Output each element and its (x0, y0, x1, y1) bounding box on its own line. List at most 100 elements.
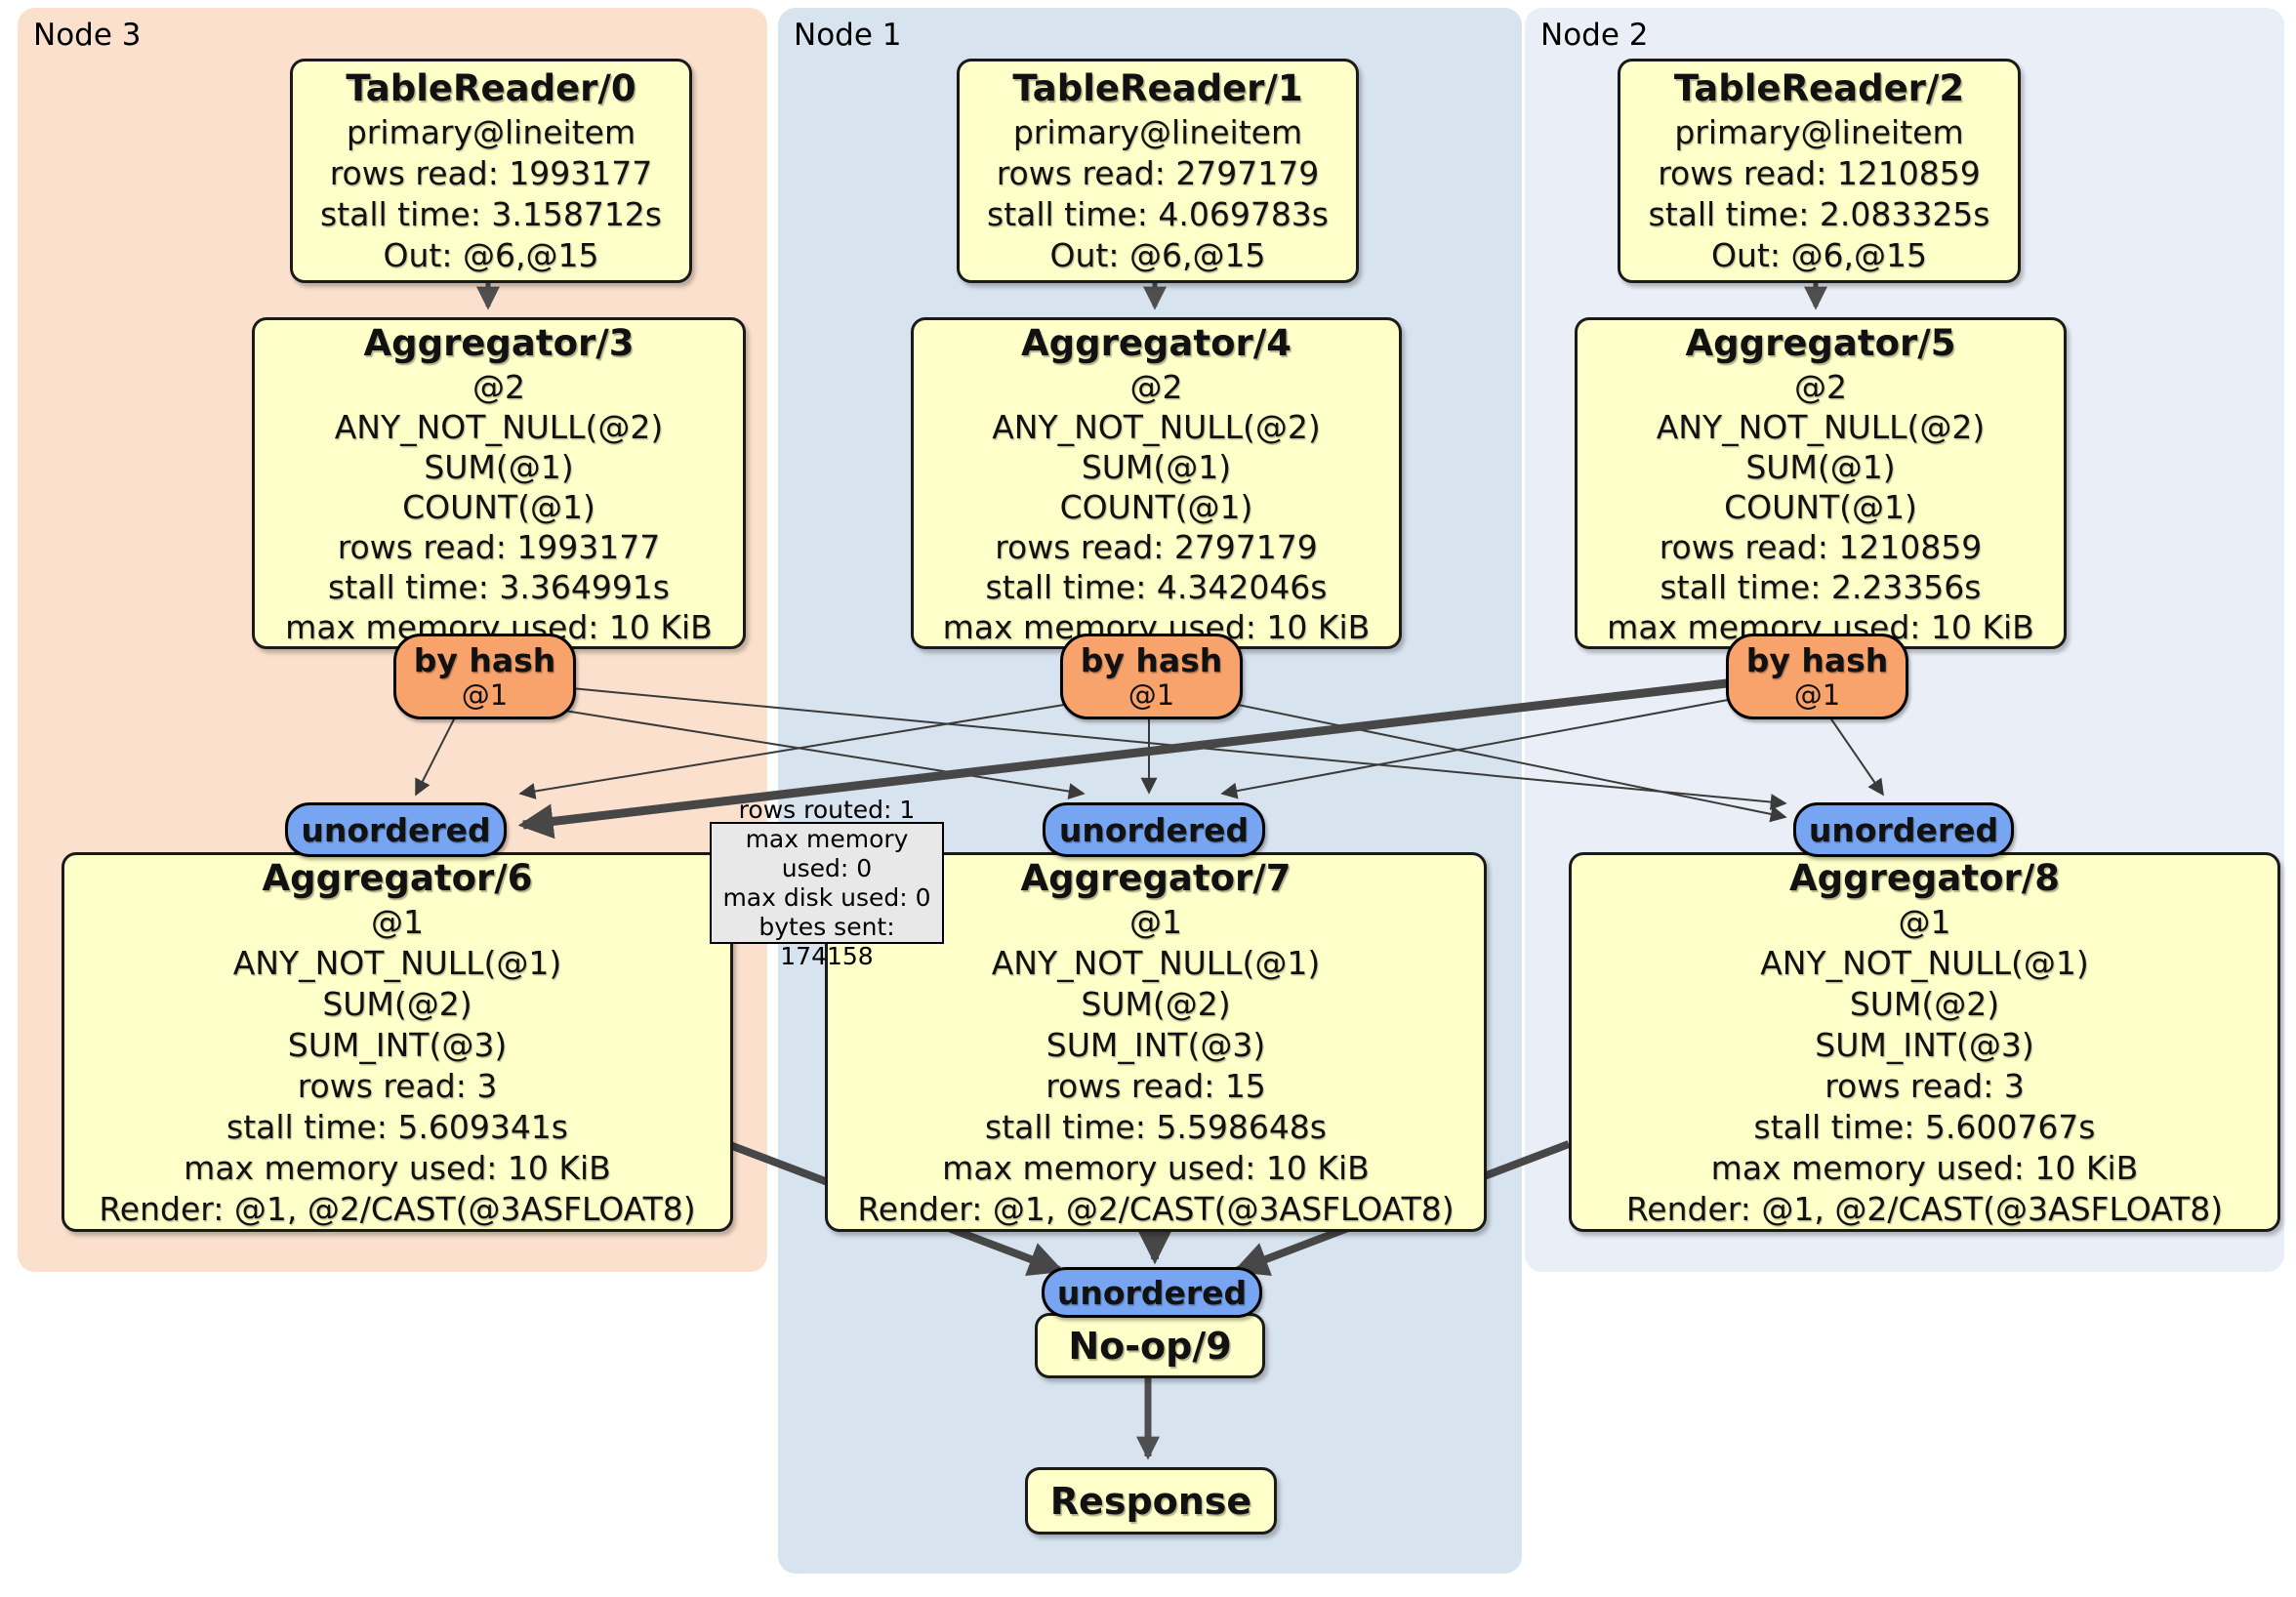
node-title: No-op/9 (1068, 1324, 1232, 1368)
node-detail: ANY_NOT_NULL(@1) (1760, 944, 2089, 982)
node-detail: max memory used: 10 KiB (184, 1149, 611, 1187)
node-detail: SUM(@1) (424, 448, 574, 486)
node-detail: Out: @6,@15 (1711, 236, 1927, 274)
node-detail: rows read: 1993177 (337, 528, 661, 566)
stream-stats-tooltip: rows routed: 1 max memory used: 0 max di… (710, 796, 944, 970)
node-detail: rows read: 3 (1824, 1067, 2025, 1105)
node-title: Aggregator/4 (1020, 322, 1292, 364)
tooltip-line: bytes sent: 174158 (758, 912, 895, 970)
node-detail: SUM(@2) (1849, 985, 2000, 1023)
node-aggregator5[interactable]: Aggregator/5 @2 ANY_NOT_NULL(@2) SUM(@1)… (1575, 317, 2067, 649)
node-title: TableReader/2 (1673, 67, 1965, 109)
node-title: Response (1049, 1479, 1252, 1523)
node-detail: Render: @1, @2/CAST(@3ASFLOAT8) (857, 1190, 1455, 1228)
node-detail: @2 (1794, 368, 1847, 406)
node-detail: SUM(@2) (322, 985, 472, 1023)
node-response[interactable]: Response (1025, 1467, 1277, 1535)
sync-label: unordered (1056, 1273, 1248, 1312)
edge-router1-sync3[interactable] (518, 704, 1065, 799)
router-label: by hash (1080, 640, 1223, 679)
node-detail: COUNT(@1) (1059, 488, 1253, 526)
edge-router2-sync3-heavy[interactable] (517, 678, 1728, 839)
node-detail: Out: @6,@15 (383, 236, 599, 274)
node-detail: Render: @1, @2/CAST(@3ASFLOAT8) (99, 1190, 696, 1228)
node-detail: rows read: 3 (297, 1067, 498, 1105)
node-title: TableReader/1 (1012, 67, 1303, 109)
node-detail: ANY_NOT_NULL(@2) (992, 408, 1321, 446)
node-detail: stall time: 2.083325s (1648, 195, 1990, 233)
tooltip-line: rows routed: 1 (738, 795, 916, 824)
sync-unordered-node1[interactable]: unordered (1043, 802, 1265, 857)
sync-unordered-final[interactable]: unordered (1042, 1267, 1262, 1318)
router-label: by hash (413, 640, 556, 679)
node-detail: SUM(@1) (1081, 448, 1232, 486)
node-detail: max memory used: 10 KiB (1710, 1149, 2139, 1187)
node-detail: Render: @1, @2/CAST(@3ASFLOAT8) (1625, 1190, 2224, 1228)
node-detail: @1 (371, 903, 424, 941)
node-aggregator6[interactable]: Aggregator/6 @1 ANY_NOT_NULL(@1) SUM(@2)… (62, 852, 733, 1232)
node-tablereader2[interactable]: TableReader/2 primary@lineitem rows read… (1618, 59, 2021, 283)
node-detail: COUNT(@1) (402, 488, 595, 526)
node-aggregator8[interactable]: Aggregator/8 @1 ANY_NOT_NULL(@1) SUM(@2)… (1569, 852, 2280, 1232)
node-detail: stall time: 5.600767s (1753, 1108, 2096, 1146)
node-detail: @2 (472, 368, 525, 406)
edge-router2-sync1[interactable] (1220, 699, 1729, 799)
sync-label: unordered (301, 810, 491, 849)
node-detail: SUM_INT(@3) (1815, 1026, 2034, 1064)
node-detail: @1 (1129, 903, 1182, 941)
node-tablereader0[interactable]: TableReader/0 primary@lineitem rows read… (290, 59, 692, 283)
router-by-hash-node3[interactable]: by hash @1 (393, 634, 576, 719)
node-detail: SUM(@2) (1081, 985, 1231, 1023)
sync-unordered-node2[interactable]: unordered (1793, 802, 2014, 857)
node-detail: stall time: 5.609341s (226, 1108, 568, 1146)
node-tablereader1[interactable]: TableReader/1 primary@lineitem rows read… (957, 59, 1359, 283)
tooltip-line: max memory used: 0 (745, 824, 909, 882)
node-detail: primary@lineitem (1012, 113, 1303, 151)
node-detail: rows read: 2797179 (996, 154, 1320, 192)
node-detail: Out: @6,@15 (1049, 236, 1266, 274)
node-detail: SUM_INT(@3) (287, 1026, 508, 1064)
router-label: by hash (1745, 640, 1889, 679)
node-title: Aggregator/7 (1020, 857, 1292, 899)
node-detail: stall time: 4.069783s (987, 195, 1329, 233)
node-detail: rows read: 1210859 (1659, 528, 1983, 566)
router-detail: @1 (1793, 677, 1841, 712)
node-noop9[interactable]: No-op/9 (1035, 1313, 1265, 1378)
node-title: Aggregator/8 (1788, 857, 2060, 899)
node-detail: @1 (1898, 903, 1951, 941)
tooltip-line: max disk used: 0 (722, 882, 931, 912)
node-detail: rows read: 15 (1046, 1067, 1266, 1105)
router-by-hash-node1[interactable]: by hash @1 (1060, 634, 1243, 719)
node-detail: ANY_NOT_NULL(@2) (334, 408, 664, 446)
node-aggregator4[interactable]: Aggregator/4 @2 ANY_NOT_NULL(@2) SUM(@1)… (911, 317, 1402, 649)
node-title: TableReader/0 (346, 67, 636, 109)
node-title: Aggregator/6 (262, 857, 533, 899)
node-detail: stall time: 4.342046s (985, 568, 1328, 606)
node-detail: max memory used: 10 KiB (942, 1149, 1370, 1187)
sync-unordered-node3[interactable]: unordered (285, 802, 507, 857)
node-detail: primary@lineitem (1674, 113, 1964, 151)
edge-router2-sync2[interactable] (1826, 713, 1884, 797)
region-node1-label: Node 1 (794, 18, 902, 53)
edge-router3-sync3[interactable] (415, 713, 458, 797)
node-detail: @2 (1129, 368, 1183, 406)
node-aggregator3[interactable]: Aggregator/3 @2 ANY_NOT_NULL(@2) SUM(@1)… (252, 317, 746, 649)
node-detail: stall time: 3.158712s (320, 195, 662, 233)
node-detail: SUM_INT(@3) (1046, 1026, 1266, 1064)
region-node2-label: Node 2 (1540, 18, 1649, 53)
node-detail: rows read: 2797179 (995, 528, 1318, 566)
edge-router3-sync1[interactable] (557, 709, 1086, 799)
node-detail: ANY_NOT_NULL(@1) (991, 944, 1321, 982)
sync-label: unordered (1058, 810, 1250, 849)
node-detail: stall time: 2.23356s (1660, 568, 1982, 606)
node-detail: stall time: 3.364991s (328, 568, 670, 606)
edge-router1-sync2[interactable] (1237, 704, 1787, 823)
node-detail: rows read: 1993177 (329, 154, 653, 192)
node-title: Aggregator/3 (363, 322, 635, 364)
node-title: Aggregator/5 (1685, 322, 1956, 364)
node-detail: SUM(@1) (1745, 448, 1896, 486)
region-node3-label: Node 3 (33, 18, 142, 53)
node-detail: COUNT(@1) (1724, 488, 1917, 526)
sync-label: unordered (1808, 810, 1999, 849)
router-by-hash-node2[interactable]: by hash @1 (1726, 634, 1908, 719)
